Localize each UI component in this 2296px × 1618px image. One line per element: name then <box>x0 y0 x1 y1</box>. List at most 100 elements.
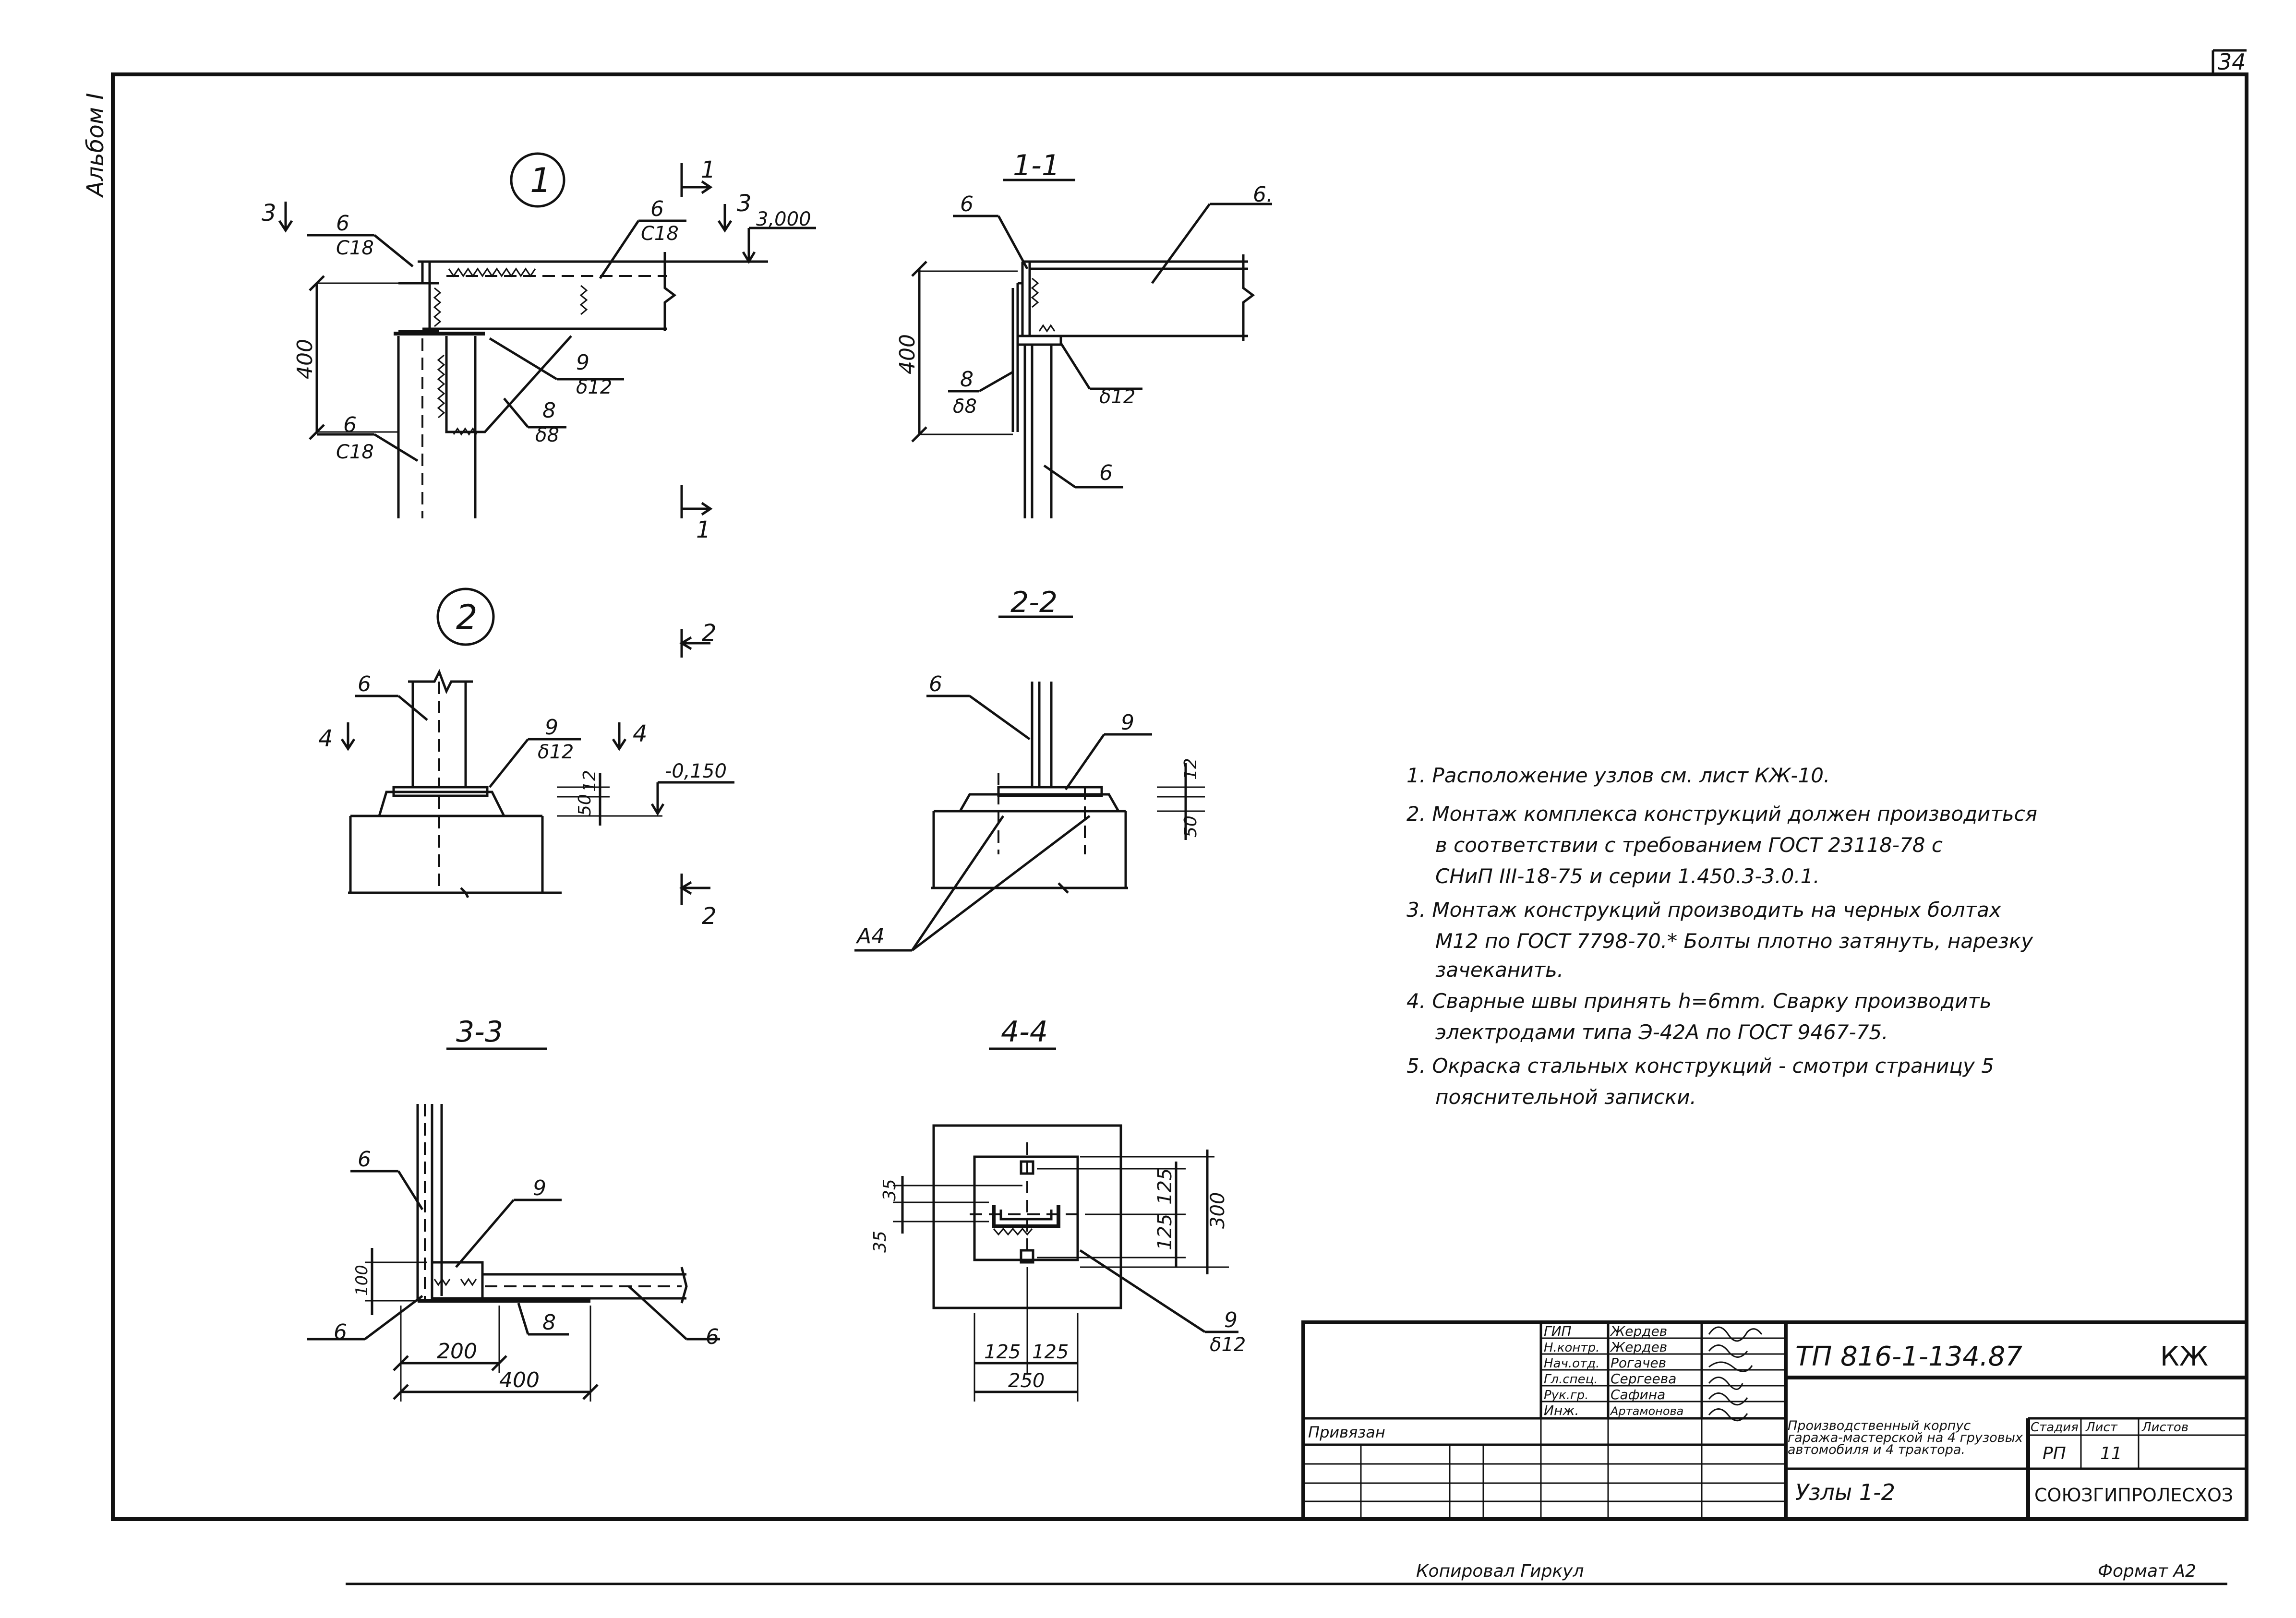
node-1-label-6-top-left: 6 <box>336 211 349 236</box>
tb-name-2: Жердев <box>1610 1339 1667 1355</box>
note-2-line-1: 2. Монтаж комплекса конструкций должен п… <box>1406 802 2037 826</box>
section-4-4-title: 4-4 <box>1001 1015 1048 1049</box>
section-2-2-label-a4: А4 <box>855 924 885 948</box>
node-1-label-c18-top-left: С18 <box>336 237 374 259</box>
node-1-label-6-top-right: 6 <box>650 197 664 221</box>
tb-mark: КЖ <box>2160 1341 2208 1372</box>
section-3-3-label-6b: 6 <box>334 1320 347 1344</box>
node-1-label-6-bottom: 6 <box>343 413 357 437</box>
node-2-label-9-sub: δ12 <box>538 741 574 763</box>
note-3-line-1: 3. Монтаж конструкций производить на чер… <box>1406 898 2002 922</box>
node-1-dim-400: 400 <box>293 339 317 379</box>
section-1-1-title: 1-1 <box>1013 149 1060 182</box>
section-4-4-dim-250: 250 <box>1008 1370 1045 1392</box>
note-1: 1. Расположение узлов см. лист КЖ-10. <box>1406 764 1830 787</box>
section-4-4-dim-125b: 125 <box>1154 1214 1176 1250</box>
node-2-title: 2 <box>456 598 478 637</box>
section-4-4-label-9-sub: δ12 <box>1210 1334 1246 1356</box>
section-1-1-label-612: δ12 <box>1099 386 1135 408</box>
sheet-frame: 34 Альбом I Копировал Гиркул Формат А2 <box>82 49 2248 1585</box>
tb-project: Производственный корпус гаража-мастерско… <box>1788 1420 2023 1457</box>
tb-name-3: Рогачев <box>1611 1355 1666 1371</box>
node-1-label-9-sub: δ12 <box>576 376 612 398</box>
node-1-label-8-sub: δ8 <box>535 424 559 446</box>
node-2-label-6: 6 <box>358 672 371 696</box>
section-4-4-drawing: 4-4 125 125 300 35 35 9 δ12 <box>870 1015 1246 1402</box>
section-2-2-dim-12: 12 <box>1181 758 1201 780</box>
section-2-2-label-9: 9 <box>1121 710 1134 735</box>
section-2-2-label-6: 6 <box>929 672 942 696</box>
tb-role-5: Рук.гр. <box>1544 1388 1588 1402</box>
tb-sheet-title: Узлы 1-2 <box>1795 1479 1895 1505</box>
section-1-1-label-6a: 6 <box>960 192 974 216</box>
section-4-4-label-9: 9 <box>1224 1308 1238 1332</box>
tb-name-4: Сергеева <box>1611 1371 1676 1387</box>
node-1-cut-right: 3 <box>737 190 752 217</box>
section-3-3-dim-200: 200 <box>437 1339 477 1364</box>
node-2-elevation: -0,150 <box>665 760 727 782</box>
node-2-dim-12: 12 <box>580 770 600 792</box>
copied-label: Копировал Гиркул <box>1416 1561 1584 1581</box>
node-1-label-9: 9 <box>576 350 589 375</box>
section-3-3-label-8: 8 <box>542 1310 556 1335</box>
node-1-title: 1 <box>530 161 552 200</box>
node-2-cut-right: 4 <box>633 720 648 747</box>
node-2-section-mark: 2 <box>702 620 717 647</box>
section-4-4-dim-125d: 125 <box>1032 1341 1069 1363</box>
format-label: Формат А2 <box>2098 1561 2196 1581</box>
title-block: ГИП Жердев Н.контр. Жердев Нач.отд. Рога… <box>1301 1320 2248 1521</box>
node-1-label-8: 8 <box>542 398 556 423</box>
tb-tied: Привязан <box>1308 1423 1385 1441</box>
section-3-3-label-6a: 6 <box>358 1147 371 1172</box>
tb-project-wrap: Производственный корпус гаража-мастерско… <box>1788 1420 2023 1457</box>
node-1-circle <box>510 152 565 208</box>
tb-org: СОЮЗГИПРОЛЕСХОЗ <box>2034 1485 2233 1506</box>
tb-sheets-label: Листов <box>2141 1420 2188 1435</box>
section-1-1-dim-400: 400 <box>895 334 920 374</box>
section-4-4-dim-125a: 125 <box>1154 1168 1176 1205</box>
section-4-4-dim-35b: 35 <box>870 1231 890 1253</box>
section-1-1-label-6b: 6. <box>1253 182 1273 207</box>
section-3-3-dim-400: 400 <box>499 1368 540 1392</box>
node-1-drawing: 1 3 3 1 3,000 <box>262 152 816 543</box>
note-3-line-2: М12 по ГОСТ 7798-70.* Болты плотно затян… <box>1435 929 2033 953</box>
tb-code: ТП 816-1-134.87 <box>1795 1341 2022 1372</box>
notes-block: 1. Расположение узлов см. лист КЖ-10. 2.… <box>1406 764 2037 1109</box>
node-2-label-9: 9 <box>545 715 558 740</box>
section-3-3-label-6c: 6 <box>706 1325 719 1349</box>
section-1-1-drawing: 1-1 400 6 6. 8 δ8 δ12 <box>895 149 1273 518</box>
node-1-label-c18-top-right: С18 <box>641 223 679 245</box>
note-5-line-2: пояснительной записки. <box>1435 1085 1696 1109</box>
section-2-2-dim-50: 50 <box>1181 815 1201 838</box>
tb-role-3: Нач.отд. <box>1544 1356 1599 1371</box>
node-1-label-c18-bottom: С18 <box>336 441 374 463</box>
section-2-2-drawing: 2-2 6 9 12 50 А4 <box>854 586 1205 952</box>
tb-role-2: Н.контр. <box>1544 1341 1599 1355</box>
section-3-3-dim-100: 100 <box>352 1265 372 1296</box>
album-label: Альбом I <box>82 93 109 198</box>
section-3-3-drawing: 3-3 6 9 100 6 8 6 <box>307 1015 720 1402</box>
tb-name-6: Артамонова <box>1610 1404 1683 1418</box>
tb-role-1: ГИП <box>1544 1323 1572 1339</box>
node-2-cut-left: 4 <box>318 725 333 752</box>
node-2-drawing: 2 2 2 6 4 4 9 δ12 <box>318 587 734 930</box>
section-4-4-dim-125c: 125 <box>984 1341 1021 1363</box>
section-3-3-label-9: 9 <box>533 1176 546 1200</box>
tb-sheet: 11 <box>2100 1444 2122 1463</box>
note-4-line-2: электродами типа Э-42А по ГОСТ 9467-75. <box>1435 1020 1888 1044</box>
section-4-4-dim-35a: 35 <box>880 1179 900 1201</box>
section-2-2-title: 2-2 <box>1010 586 1058 619</box>
tb-sheet-label: Лист <box>2085 1420 2118 1435</box>
section-4-4-dim-300: 300 <box>1207 1192 1229 1229</box>
node-1-elevation: 3,000 <box>756 208 811 230</box>
note-2-line-3: СНиП III-18-75 и серии 1.450.3-3.0.1. <box>1435 864 1820 888</box>
sheet-number: 34 <box>2218 49 2246 75</box>
note-4-line-1: 4. Сварные швы принять h=6mm. Сварку про… <box>1406 989 1992 1013</box>
node-1-section-mark: 1 <box>701 156 716 183</box>
tb-stage-label: Стадия <box>2031 1420 2079 1435</box>
tb-role-4: Гл.спец. <box>1544 1372 1598 1387</box>
note-3-line-3: зачеканить. <box>1435 958 1563 982</box>
tb-name-1: Жердев <box>1610 1323 1667 1339</box>
